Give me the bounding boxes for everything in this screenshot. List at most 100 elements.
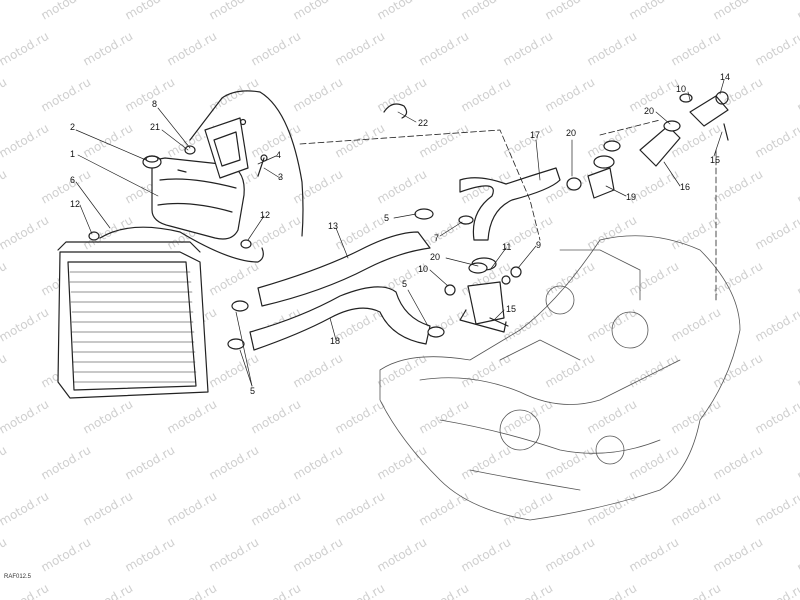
watermark-text: motod.ru bbox=[0, 489, 51, 529]
callout-5: 5 bbox=[402, 279, 407, 289]
watermark-text: motod.ru bbox=[795, 259, 800, 299]
watermark-text: motod.ru bbox=[39, 535, 94, 575]
callout-12: 12 bbox=[70, 199, 80, 209]
watermark-text: motod.ru bbox=[291, 167, 346, 207]
watermark-text: motod.ru bbox=[249, 29, 304, 69]
watermark-text: motod.ru bbox=[0, 0, 9, 23]
hose-17 bbox=[459, 167, 561, 241]
watermark-text: motod.ru bbox=[81, 213, 136, 253]
watermark-text: motod.ru bbox=[669, 489, 724, 529]
watermark-text: motod.ru bbox=[81, 489, 136, 529]
callout-8: 8 bbox=[152, 99, 157, 109]
watermark-text: motod.ru bbox=[123, 75, 178, 115]
watermark-text: motod.ru bbox=[711, 443, 766, 483]
watermark-text: motod.ru bbox=[291, 75, 346, 115]
watermark-text: motod.ru bbox=[627, 443, 682, 483]
watermark-text: motod.ru bbox=[711, 351, 766, 391]
watermark-text: motod.ru bbox=[81, 581, 136, 600]
watermark-text: motod.ru bbox=[417, 489, 472, 529]
callout-14: 14 bbox=[720, 72, 730, 82]
callout-20: 20 bbox=[430, 252, 440, 262]
watermark-text: motod.ru bbox=[543, 0, 598, 23]
callout-13: 13 bbox=[328, 221, 338, 231]
watermark-text: motod.ru bbox=[165, 397, 220, 437]
watermark-text: motod.ru bbox=[669, 213, 724, 253]
watermark-text: motod.ru bbox=[207, 75, 262, 115]
callout-11: 11 bbox=[502, 242, 511, 252]
watermark-text: motod.ru bbox=[501, 29, 556, 69]
watermark-text: motod.ru bbox=[627, 0, 682, 23]
watermark-text: motod.ru bbox=[669, 305, 724, 345]
watermark-text: motod.ru bbox=[291, 443, 346, 483]
watermark-text: motod.ru bbox=[0, 305, 51, 345]
watermark-text: motod.ru bbox=[375, 75, 430, 115]
watermark-text: motod.ru bbox=[165, 581, 220, 600]
watermark-text: motod.ru bbox=[0, 443, 9, 483]
expansion-tank bbox=[142, 155, 245, 240]
callout-2: 2 bbox=[70, 122, 75, 132]
watermark-text: motod.ru bbox=[459, 535, 514, 575]
watermark-text: motod.ru bbox=[123, 0, 178, 23]
drawing-code: RAF012.5 bbox=[4, 574, 32, 580]
watermark-text: motod.ru bbox=[753, 305, 800, 345]
watermark-text: motod.ru bbox=[81, 29, 136, 69]
watermark-text: motod.ru bbox=[291, 535, 346, 575]
leader-lines bbox=[75, 79, 725, 387]
watermark-text: motod.ru bbox=[669, 397, 724, 437]
watermark-text: motod.ru bbox=[711, 259, 766, 299]
overflow-tube bbox=[99, 226, 264, 263]
watermark-text: motod.ru bbox=[0, 397, 51, 437]
callout-10: 10 bbox=[418, 264, 428, 274]
reference-lines bbox=[299, 119, 717, 301]
watermark-text: motod.ru bbox=[375, 443, 430, 483]
watermark-text: motod.ru bbox=[375, 167, 430, 207]
watermark-text: motod.ru bbox=[249, 489, 304, 529]
watermark-text: motod.ru bbox=[585, 305, 640, 345]
watermark-text: motod.ru bbox=[0, 351, 9, 391]
watermark-text: motod.ru bbox=[249, 213, 304, 253]
watermark-text: motod.ru bbox=[543, 443, 598, 483]
watermark-text: motod.ru bbox=[0, 75, 9, 115]
watermark-text: motod.ru bbox=[585, 29, 640, 69]
watermark-text: motod.ru bbox=[39, 443, 94, 483]
watermark-text: motod.ru bbox=[753, 581, 800, 600]
callout-12: 12 bbox=[260, 210, 270, 220]
watermark-text: motod.ru bbox=[627, 259, 682, 299]
hose-13 bbox=[257, 231, 431, 307]
watermark-text: motod.ru bbox=[753, 397, 800, 437]
watermark-text: motod.ru bbox=[459, 75, 514, 115]
callout-20: 20 bbox=[566, 128, 576, 138]
watermark-text: motod.ru bbox=[711, 0, 766, 23]
watermark-text: motod.ru bbox=[207, 351, 262, 391]
watermark-text: motod.ru bbox=[585, 581, 640, 600]
watermark-text: motod.ru bbox=[0, 121, 51, 161]
callout-15: 15 bbox=[710, 155, 720, 165]
watermark-text: motod.ru bbox=[123, 443, 178, 483]
watermark-text: motod.ru bbox=[333, 489, 388, 529]
clip-22 bbox=[383, 103, 408, 119]
watermark-text: motod.ru bbox=[501, 581, 556, 600]
watermark-text: motod.ru bbox=[417, 581, 472, 600]
watermark-text: motod.ru bbox=[795, 443, 800, 483]
hose-16 bbox=[639, 125, 681, 167]
callout-1: 1 bbox=[70, 149, 75, 159]
water-outlet bbox=[689, 91, 729, 127]
watermark-text: motod.ru bbox=[711, 167, 766, 207]
watermark-text: motod.ru bbox=[417, 397, 472, 437]
engine-outline bbox=[379, 235, 741, 521]
callout-21: 21 bbox=[150, 122, 160, 132]
watermark-text: motod.ru bbox=[81, 121, 136, 161]
callout-4: 4 bbox=[276, 150, 281, 160]
watermark-text: motod.ru bbox=[165, 29, 220, 69]
watermark-text: motod.ru bbox=[795, 0, 800, 23]
watermark-text: motod.ru bbox=[249, 581, 304, 600]
watermark-text: motod.ru bbox=[795, 167, 800, 207]
watermark-text: motod.ru bbox=[291, 0, 346, 23]
watermark-text: motod.ru bbox=[0, 581, 51, 600]
watermark-text: motod.ru bbox=[795, 75, 800, 115]
callout-15: 15 bbox=[506, 304, 516, 314]
callout-18: 18 bbox=[330, 336, 340, 346]
watermark-text: motod.ru bbox=[627, 535, 682, 575]
watermark-text: motod.ru bbox=[375, 535, 430, 575]
